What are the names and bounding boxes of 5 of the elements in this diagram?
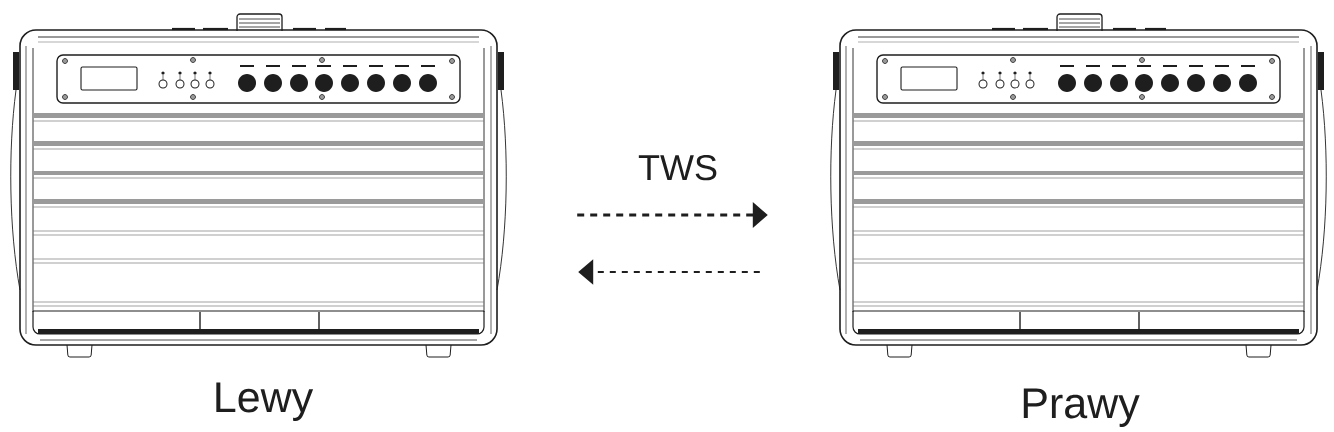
speaker-drawing (10, 13, 507, 358)
mode-label: TWS (638, 154, 717, 181)
speaker-caption: Prawy (1023, 388, 1140, 427)
speaker-caption: Lewy (216, 382, 314, 421)
speaker-drawing (830, 13, 1327, 358)
